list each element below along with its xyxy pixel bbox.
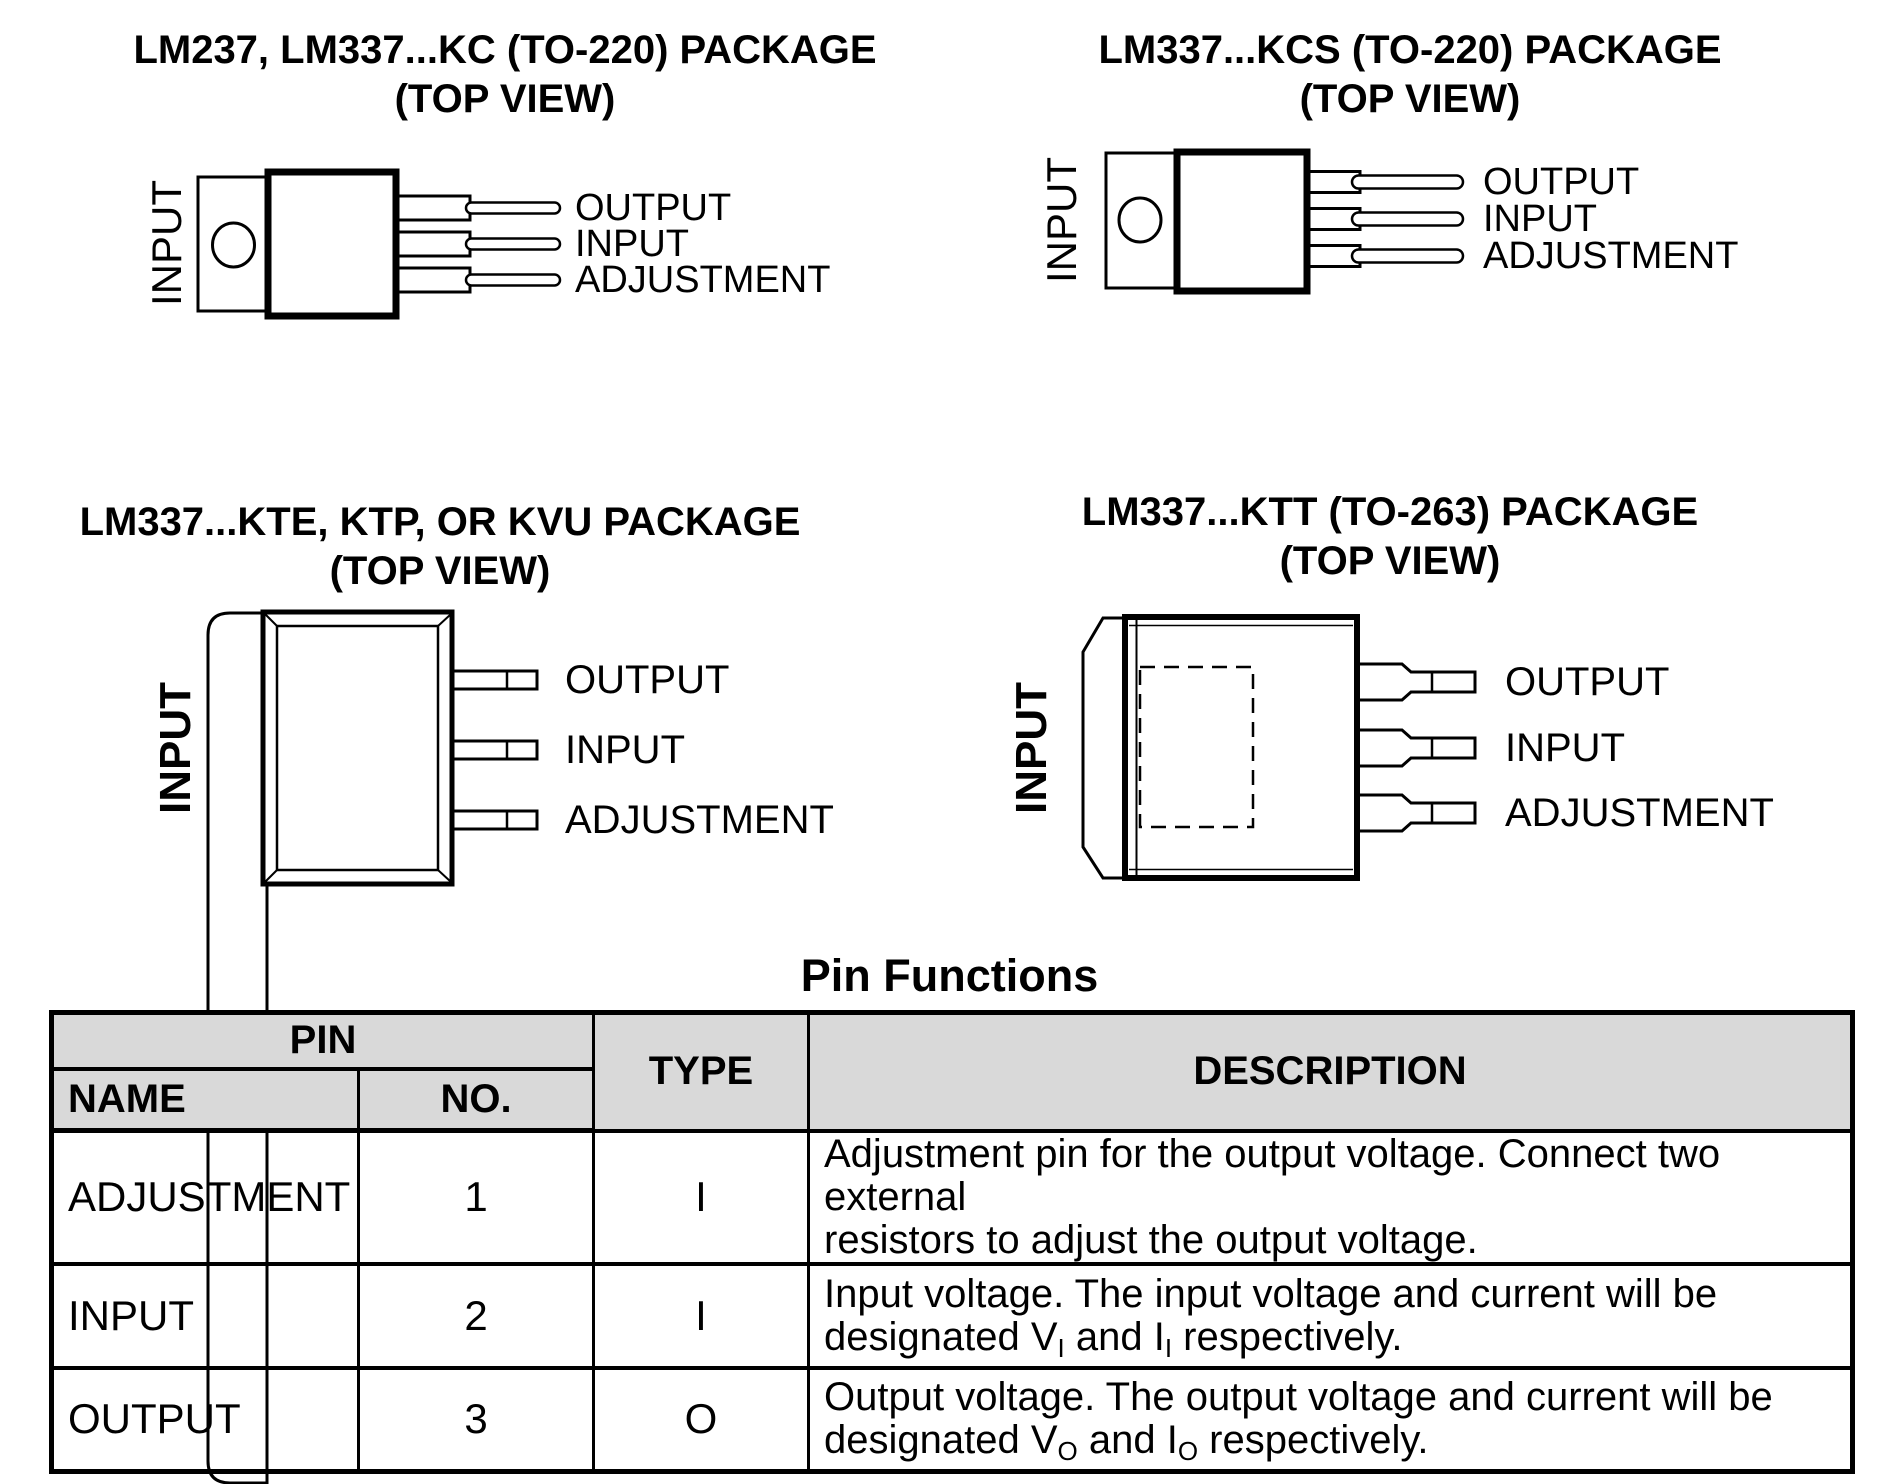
- kte-side-label: INPUT: [151, 682, 200, 814]
- table-row-input: INPUT 2 I Input voltage. The input volta…: [50, 1261, 1854, 1369]
- pin-name-cell: ADJUSTMENT: [50, 1128, 360, 1265]
- kte-pin-adjustment: [446, 809, 539, 831]
- kte-package-diagram: [206, 609, 539, 1484]
- kcs-title-line2: (TOP VIEW): [1299, 77, 1521, 121]
- ktt-package-tab: [1081, 616, 1127, 880]
- kc-pin-adjustment: [388, 266, 562, 294]
- ktt-body-inner-lines: [1129, 620, 1353, 875]
- pin-description-cell: Adjustment pin for the output voltage. C…: [807, 1128, 1854, 1265]
- pin-type-cell: I: [592, 1128, 810, 1265]
- kc-pin-input: [388, 230, 562, 258]
- kcs-pin-label-output: OUTPUT: [1483, 161, 1640, 203]
- pin-type-cell: O: [592, 1365, 810, 1473]
- ktt-side-label: INPUT: [1007, 682, 1056, 814]
- kte-body-bevel-lines: [264, 613, 452, 883]
- kte-package-body: [260, 609, 455, 887]
- kc-side-label: INPUT: [143, 180, 190, 306]
- header-pin: PIN: [50, 1011, 595, 1071]
- kcs-package-title: LM337...KCS (TO-220) PACKAGE (TOP VIEW): [960, 26, 1860, 124]
- kcs-pin-label-input: INPUT: [1483, 198, 1597, 240]
- ktt-package-diagram: [1081, 614, 1477, 881]
- ktt-pin-adjustment: [1355, 793, 1477, 833]
- header-no: NO.: [357, 1067, 595, 1133]
- pin-no-cell: 1: [357, 1128, 595, 1265]
- kcs-mounting-hole: [1117, 196, 1163, 244]
- kte-title-line1: LM337...KTE, KTP, OR KVU PACKAGE: [79, 500, 801, 544]
- kcs-package-diagram: [1104, 148, 1465, 295]
- pin-name-cell: OUTPUT: [50, 1365, 360, 1473]
- pin-description-cell: Input voltage. The input voltage and cur…: [807, 1261, 1854, 1369]
- kcs-pin-label-adjustment: ADJUSTMENT: [1483, 235, 1739, 277]
- header-type: TYPE: [592, 1011, 810, 1133]
- kcs-pin-adjustment: [1301, 244, 1465, 268]
- pin-functions-table: PIN TYPE DESCRIPTION NAME NO. ADJUSTMENT…: [49, 1010, 1855, 1474]
- kc-package-body: [264, 168, 400, 320]
- kcs-title-line1: LM337...KCS (TO-220) PACKAGE: [1098, 28, 1722, 72]
- ktt-title-line1: LM337...KTT (TO-263) PACKAGE: [1081, 490, 1699, 534]
- kc-mounting-hole: [211, 221, 256, 269]
- pin-no-cell: 2: [357, 1261, 595, 1369]
- kcs-side-label: INPUT: [1038, 157, 1085, 283]
- kte-pin-label-adjustment: ADJUSTMENT: [565, 798, 834, 842]
- kte-title-line2: (TOP VIEW): [329, 549, 551, 593]
- kte-pin-label-output: OUTPUT: [565, 658, 730, 702]
- ktt-package-title: LM337...KTT (TO-263) PACKAGE (TOP VIEW): [990, 488, 1790, 586]
- header-name: NAME: [50, 1067, 360, 1133]
- pin-functions-heading: Pin Functions: [800, 950, 1099, 1001]
- ktt-pin-output: [1355, 662, 1477, 702]
- kc-package-title: LM237, LM337...KC (TO-220) PACKAGE (TOP …: [60, 26, 950, 124]
- pin-description-cell: Output voltage. The output voltage and c…: [807, 1365, 1854, 1473]
- kte-pin-output: [446, 669, 539, 691]
- kte-package-body-face: [275, 624, 440, 872]
- kte-package-title: LM337...KTE, KTP, OR KVU PACKAGE (TOP VI…: [40, 498, 840, 596]
- table-row-output: OUTPUT 3 O Output voltage. The output vo…: [50, 1365, 1854, 1473]
- kcs-pin-input: [1301, 207, 1465, 231]
- pin-name-cell: INPUT: [50, 1261, 360, 1369]
- ktt-die-pad-dashed-outline: [1138, 665, 1255, 829]
- kte-pin-input: [446, 739, 539, 761]
- kte-pin-label-input: INPUT: [565, 728, 685, 772]
- table-row-adjustment: ADJUSTMENT 1 I Adjustment pin for the ou…: [50, 1128, 1854, 1265]
- kc-title-line1: LM237, LM337...KC (TO-220) PACKAGE: [133, 28, 877, 72]
- ktt-pin-label-output: OUTPUT: [1505, 660, 1670, 704]
- ktt-pin-label-adjustment: ADJUSTMENT: [1505, 791, 1774, 835]
- kc-title-line2: (TOP VIEW): [394, 77, 616, 121]
- ktt-package-body: [1122, 614, 1360, 881]
- ktt-title-line2: (TOP VIEW): [1279, 539, 1501, 583]
- ktt-pin-input: [1355, 728, 1477, 768]
- kc-pin-label-input: INPUT: [575, 223, 689, 265]
- pin-type-cell: I: [592, 1261, 810, 1369]
- pin-no-cell: 3: [357, 1365, 595, 1473]
- header-description: DESCRIPTION: [807, 1011, 1854, 1133]
- kcs-pin-output: [1301, 170, 1465, 194]
- kc-package-diagram: [196, 168, 562, 320]
- kcs-package-body: [1173, 148, 1311, 295]
- ktt-pin-label-input: INPUT: [1505, 726, 1625, 770]
- kc-pin-label-output: OUTPUT: [575, 187, 732, 229]
- kc-pin-label-adjustment: ADJUSTMENT: [575, 259, 831, 301]
- kc-pin-output: [388, 194, 562, 222]
